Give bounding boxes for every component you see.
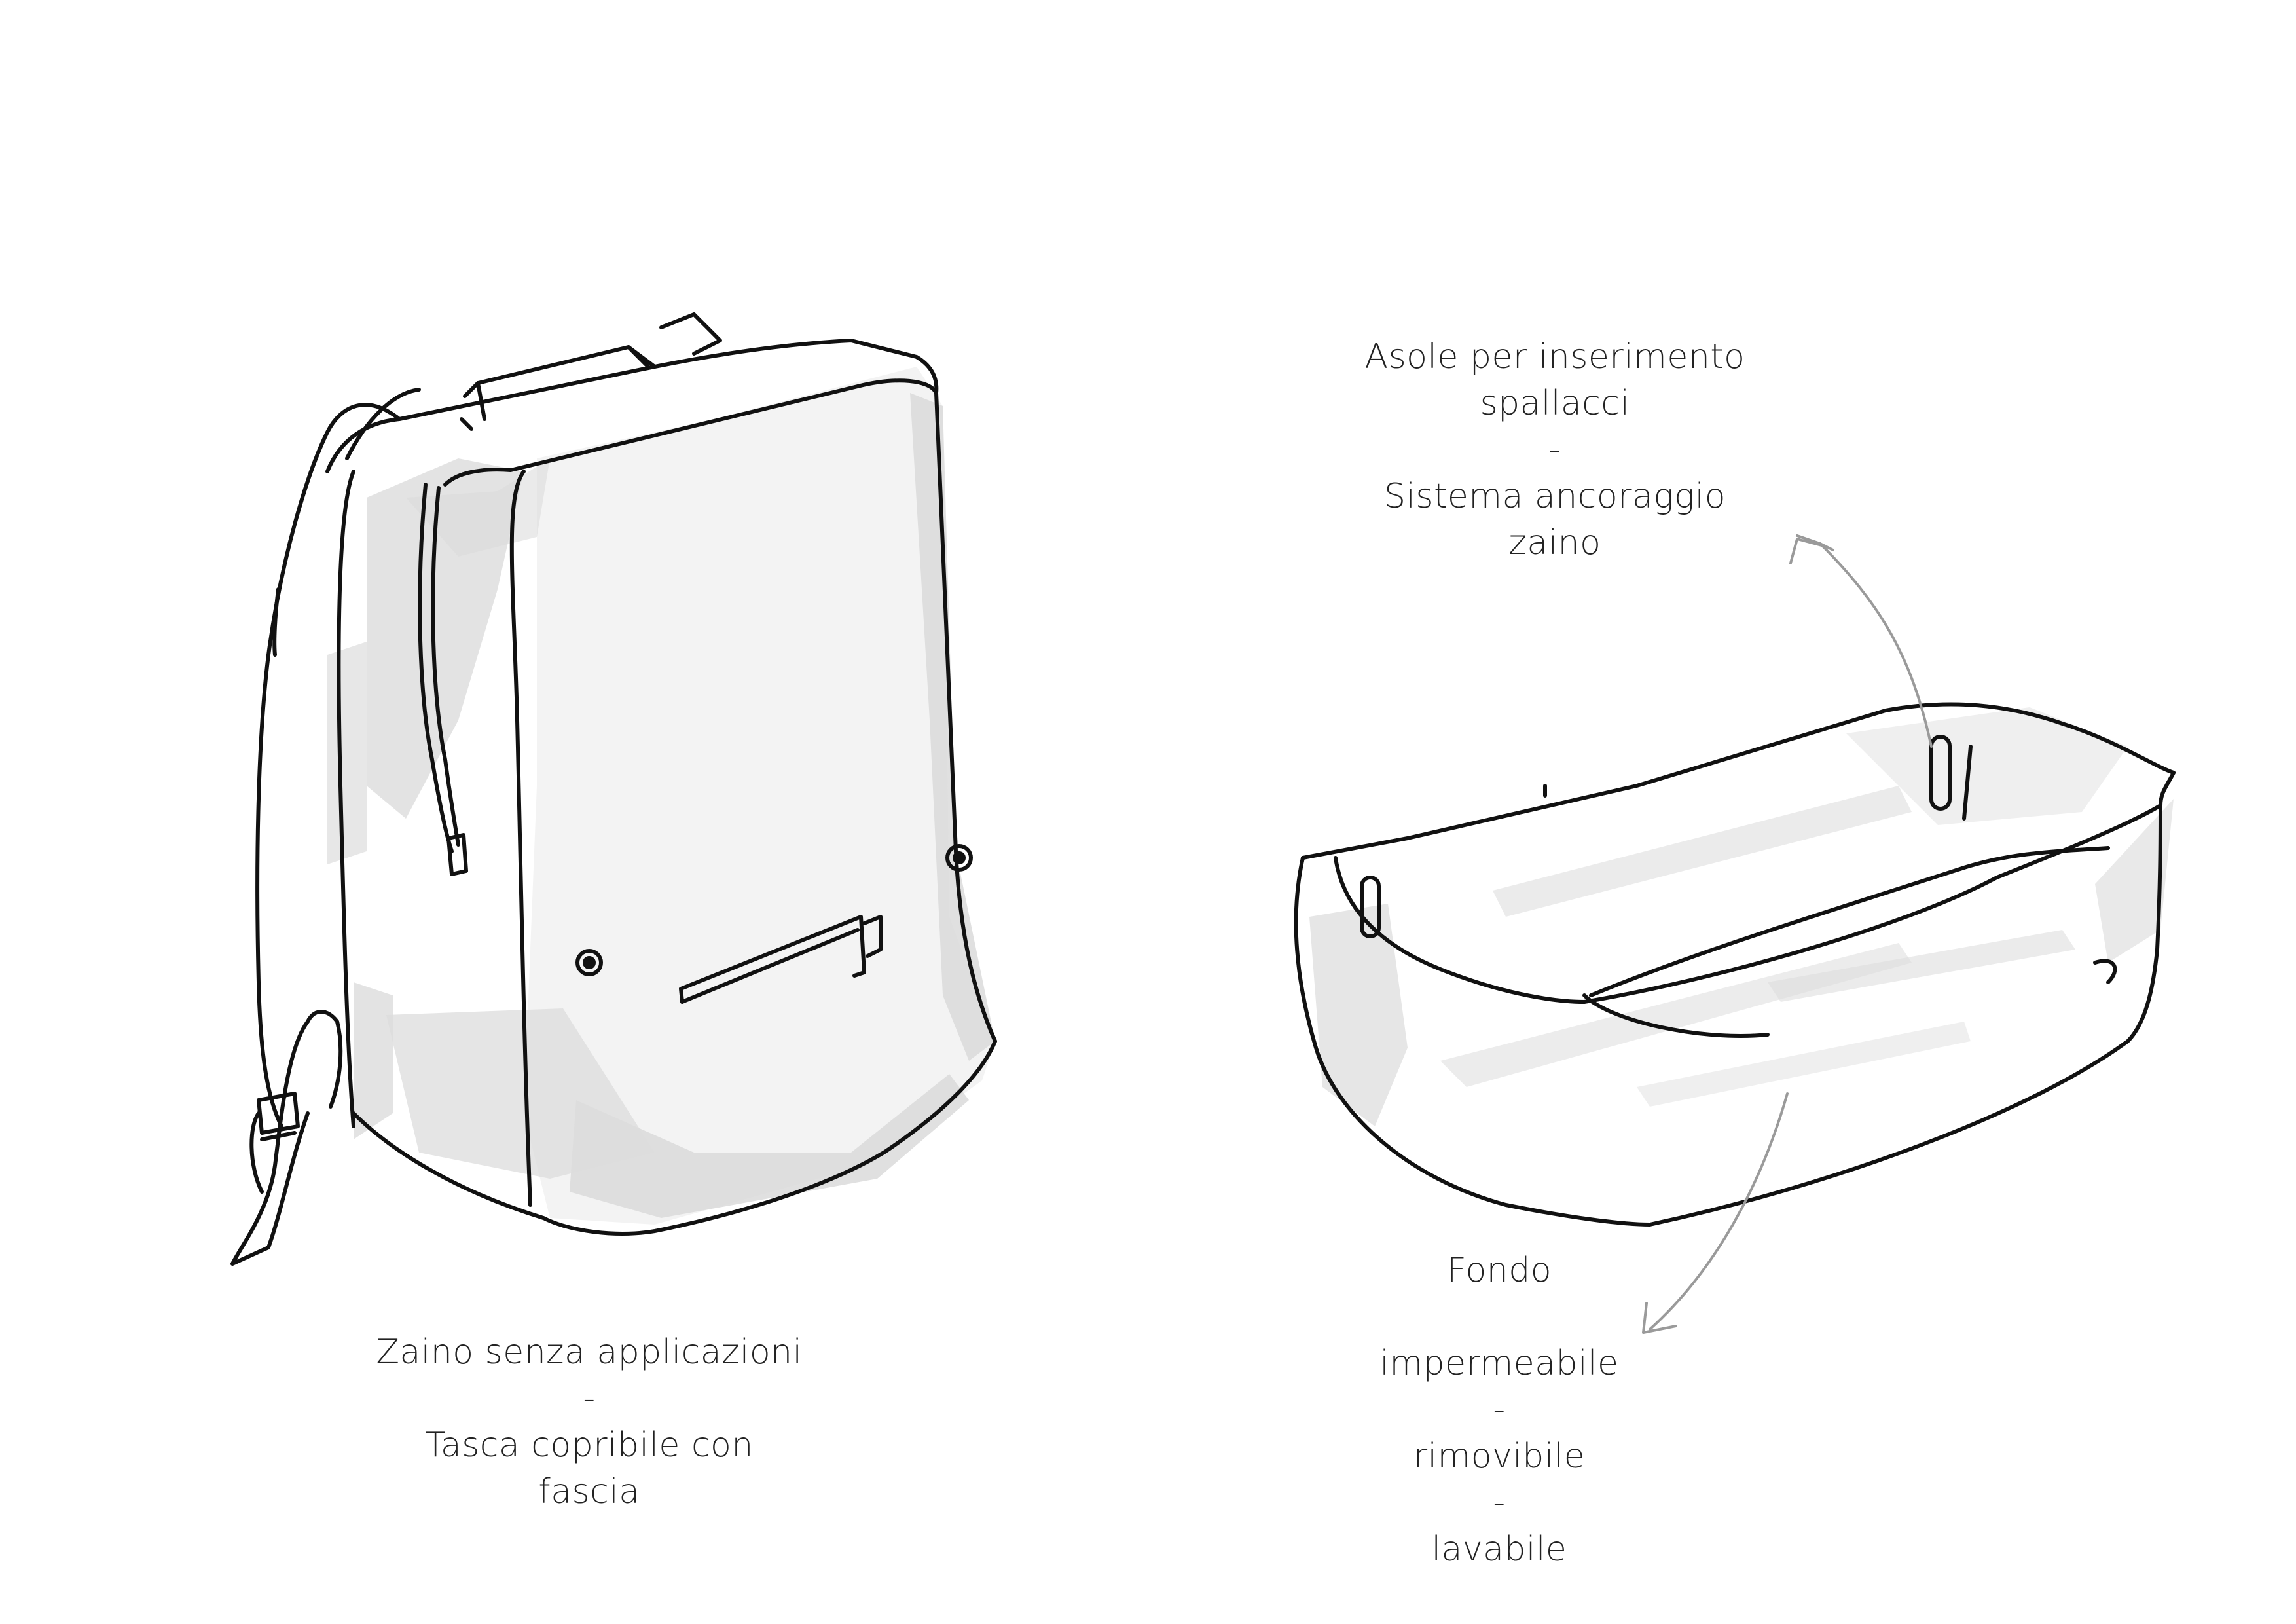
slots-caption-line3: Sistema ancoraggio	[1383, 477, 1726, 516]
base-caption-line2: impermeabile	[1379, 1344, 1619, 1383]
tray-shading	[1309, 707, 2174, 1126]
backpack-caption: Zaino senza applicazioni - Tasca copribi…	[327, 1329, 851, 1515]
backpack-sketch	[230, 312, 997, 1266]
base-caption-line3: rimovibile	[1413, 1437, 1586, 1476]
slots-arrowhead	[1789, 534, 1834, 564]
slots-caption-line2: spallacci	[1480, 384, 1630, 423]
base-caption: Fondo impermeabile - rimovibile - lavabi…	[1316, 1247, 1683, 1573]
backpack-shading	[327, 367, 995, 1225]
slots-caption-line4: zaino	[1508, 523, 1601, 563]
backpack-caption-line1: Zaino senza applicazioni	[376, 1333, 803, 1372]
backpack-caption-separator: -	[583, 1379, 596, 1418]
base-arrowhead	[1642, 1302, 1677, 1334]
slots-caption-line1: Asole per inserimento	[1364, 337, 1745, 377]
callout-arrows	[1642, 534, 1933, 1334]
base-caption-separator2: -	[1493, 1483, 1506, 1522]
base-caption-line4: lavabile	[1431, 1530, 1567, 1569]
base-caption-gap	[1316, 1294, 1683, 1340]
backpack-caption-line2: Tasca copribile con	[425, 1426, 754, 1465]
base-caption-line1: Fondo	[1446, 1251, 1552, 1290]
backpack-caption-line3: fascia	[538, 1472, 640, 1511]
tray-sketch	[1294, 534, 2176, 1334]
backpack-buttons	[575, 844, 973, 976]
slots-caption-separator: -	[1548, 430, 1561, 470]
tray-outline	[1294, 702, 2176, 1227]
backpack-outline	[230, 312, 997, 1266]
slots-caption: Asole per inserimento spallacci - Sistem…	[1283, 334, 1827, 566]
base-callout-arrow	[1649, 1092, 1789, 1331]
slots-callout-arrow	[1819, 542, 1933, 748]
base-caption-separator1: -	[1493, 1390, 1506, 1430]
